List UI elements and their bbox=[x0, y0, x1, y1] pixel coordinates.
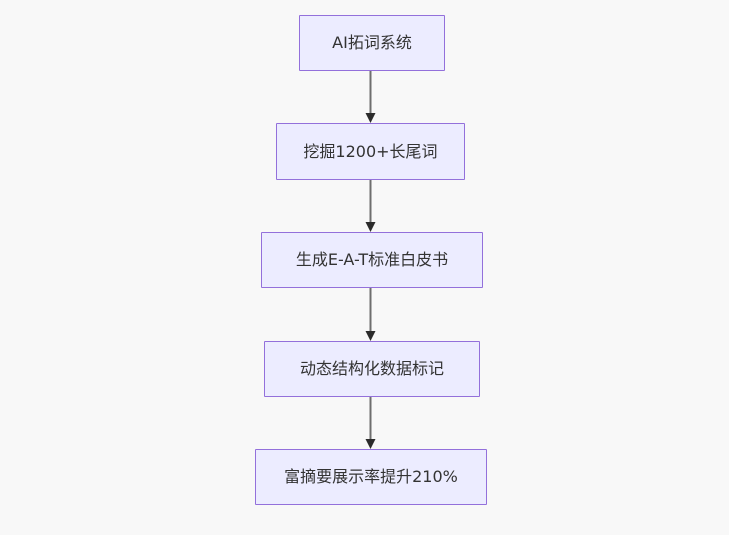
flow-arrow-n2-n3 bbox=[365, 180, 376, 232]
flow-node-rich-snippet-result: 富摘要展示率提升210% bbox=[255, 449, 487, 505]
flow-node-label: 挖掘1200+长尾词 bbox=[303, 141, 438, 161]
flow-node-label: AI拓词系统 bbox=[332, 33, 412, 53]
flow-arrow-n1-n2 bbox=[365, 71, 376, 123]
flow-arrow-n4-n5 bbox=[365, 397, 376, 449]
flow-node-label: 富摘要展示率提升210% bbox=[284, 467, 458, 487]
flow-node-label: 动态结构化数据标记 bbox=[299, 359, 444, 379]
flow-node-ai-word-expansion: AI拓词系统 bbox=[299, 15, 445, 71]
flow-node-structured-data: 动态结构化数据标记 bbox=[264, 341, 480, 397]
flow-arrow-n3-n4 bbox=[365, 288, 376, 341]
flow-node-longtail-mining: 挖掘1200+长尾词 bbox=[276, 123, 465, 180]
flow-node-eat-whitepaper: 生成E-A-T标准白皮书 bbox=[261, 232, 483, 288]
flow-node-label: 生成E-A-T标准白皮书 bbox=[295, 250, 449, 270]
